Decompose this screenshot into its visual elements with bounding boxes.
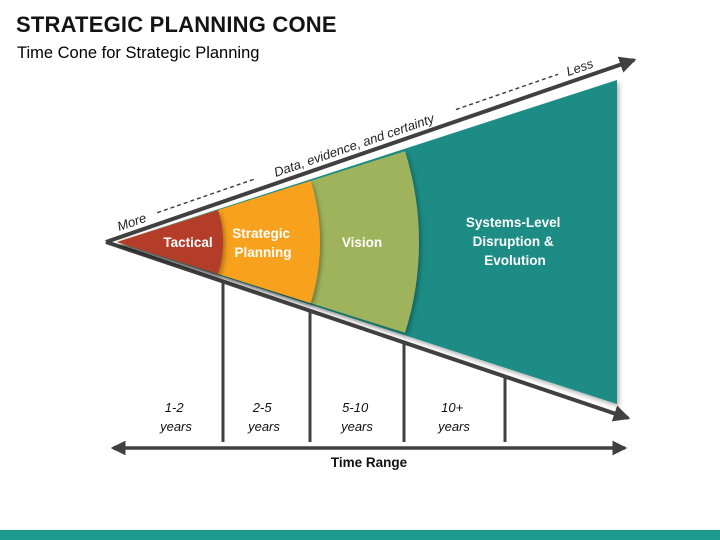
year-range-4: 10+ years — [437, 400, 470, 434]
vision-label: Vision — [342, 235, 382, 250]
time-range-title: Time Range — [331, 455, 408, 470]
year-range-1-line1: 1-2 — [165, 400, 185, 415]
systems-level-label-line2: Disruption & — [473, 234, 554, 249]
year-range-1-line2: years — [159, 419, 192, 434]
year-range-3-line1: 5-10 — [342, 400, 369, 415]
year-range-2: 2-5 years — [247, 400, 280, 434]
footer-accent-bar — [0, 530, 720, 540]
tactical-label-line: Tactical — [163, 235, 212, 250]
strategic-planning-label: Strategic Planning — [232, 226, 294, 260]
year-range-4-line1: 10+ — [441, 400, 463, 415]
year-range-3-line2: years — [340, 419, 373, 434]
year-range-1: 1-2 years — [159, 400, 192, 434]
tactical-label: Tactical — [163, 235, 212, 250]
certainty-axis-arrow — [105, 56, 637, 244]
year-range-2-line2: years — [247, 419, 280, 434]
systems-level-label-line3: Evolution — [484, 253, 546, 268]
cone-segment-tactical — [117, 210, 224, 274]
systems-level-label: Systems-Level Disruption & Evolution — [466, 215, 564, 268]
year-range-3: 5-10 years — [340, 400, 373, 434]
dash-connector-right — [455, 73, 559, 111]
page-subtitle: Time Cone for Strategic Planning — [17, 44, 260, 62]
cone-bottom-edge-arrow — [105, 240, 631, 422]
strategic-planning-label-line1: Strategic — [232, 226, 290, 241]
page-title: STRATEGIC PLANNING CONE — [16, 12, 337, 37]
dash-connector-left — [157, 178, 254, 214]
strategic-planning-label-line2: Planning — [235, 245, 292, 260]
vision-label-line: Vision — [342, 235, 382, 250]
year-range-2-line1: 2-5 — [252, 400, 273, 415]
year-range-4-line2: years — [437, 419, 470, 434]
systems-level-label-line1: Systems-Level — [466, 215, 561, 230]
